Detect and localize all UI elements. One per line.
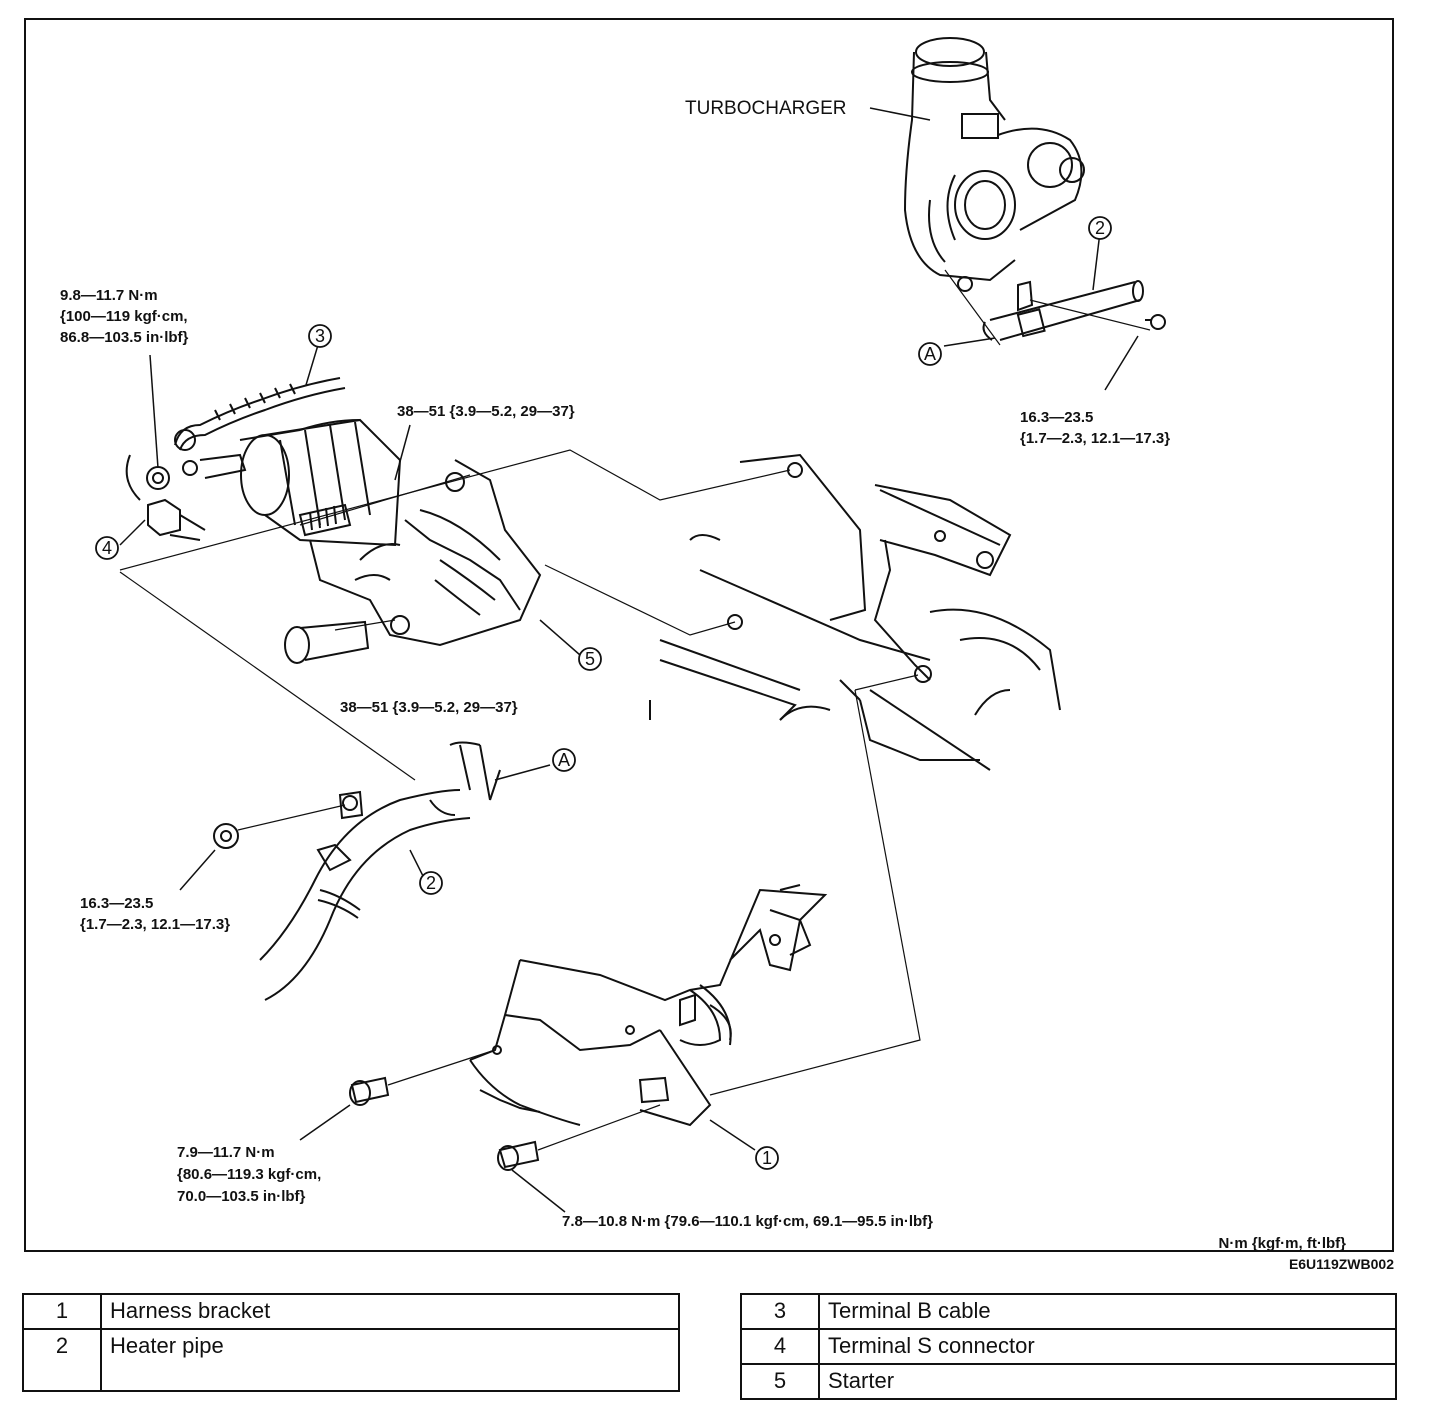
legend-row: 2 Heater pipe: [22, 1328, 680, 1392]
legend-part-name: Terminal S connector: [818, 1328, 1397, 1365]
torque-starter-lower: 38—51 {3.9—5.2, 29—37}: [340, 699, 518, 716]
torque-starter-upper: 38—51 {3.9—5.2, 29—37}: [397, 403, 575, 420]
legend-table-right: 3 Terminal B cable 4 Terminal S connecto…: [740, 1293, 1397, 1400]
callout-circle-a-top: [918, 342, 942, 366]
legend-number: 2: [22, 1328, 102, 1392]
callout-circle-3: [308, 324, 332, 348]
callout-3: 3: [315, 326, 325, 346]
legend-part-name: Terminal B cable: [818, 1293, 1397, 1330]
callout-circle-2-top: [1088, 216, 1112, 240]
torque-bracket-bolt-left-line2: {80.6—119.3 kgf·cm,: [177, 1166, 321, 1183]
legend-table-left: 1 Harness bracket 2 Heater pipe: [22, 1293, 680, 1392]
heater-pipe-nut-drawing: [213, 823, 239, 849]
torque-bracket-bolt-right: 7.8—10.8 N·m {79.6—110.1 kgf·cm, 69.1—95…: [562, 1213, 933, 1230]
callout-2-bottom: 2: [426, 873, 436, 893]
legend-part-name: Heater pipe: [100, 1328, 680, 1392]
callout-circle-1: [755, 1146, 779, 1170]
torque-turbo-bolt-line2: {1.7—2.3, 12.1—17.3}: [1020, 430, 1170, 447]
legend-number: 3: [740, 1293, 820, 1330]
callout-1: 1: [762, 1148, 772, 1168]
legend-number: 1: [22, 1293, 102, 1330]
torque-bracket-bolt-left-line3: 70.0—103.5 in·lbf}: [177, 1188, 306, 1205]
callout-a-bottom: A: [558, 750, 570, 770]
torque-harness-bracket-line1: 9.8—11.7 N·m: [60, 287, 158, 304]
diagram-frame: [24, 18, 1394, 1252]
callout-4: 4: [102, 538, 112, 558]
torque-harness-bracket-line2: {100—119 kgf·cm,: [60, 308, 188, 325]
torque-harness-bracket-line3: 86.8—103.5 in·lbf}: [60, 329, 189, 346]
callout-5: 5: [585, 649, 595, 669]
terminal-b-cable-drawing: [174, 377, 346, 479]
callout-circle-5: [578, 647, 602, 671]
torque-heater-pipe-line1: 16.3—23.5: [80, 895, 153, 912]
legend-number: 4: [740, 1328, 820, 1365]
harness-bracket-drawing: [469, 884, 828, 1127]
callout-2-top: 2: [1095, 218, 1105, 238]
harness-nut-drawing: [125, 454, 170, 501]
torque-bracket-bolt-left-line1: 7.9—11.7 N·m: [177, 1144, 275, 1161]
callout-circle-a-bottom: [552, 748, 576, 772]
legend-number: 5: [740, 1363, 820, 1400]
bracket-bolt-left: [349, 1076, 390, 1106]
torque-turbo-bolt-line1: 16.3—23.5: [1020, 409, 1093, 426]
turbocharger-label: TURBOCHARGER: [685, 98, 847, 119]
legend-part-name: Harness bracket: [100, 1293, 680, 1330]
starter-bolt-lower: [284, 620, 370, 664]
heater-pipe-lower-drawing: [259, 741, 501, 1001]
figure-code: E6U119ZWB002: [1288, 1256, 1394, 1272]
terminal-s-connector-drawing: [147, 498, 206, 541]
exploded-diagram: 2 A 3 4 5 A 2 1 TURBOCHARGER 9.8—11.7 N·…: [60, 37, 1347, 1252]
callout-circle-2-bottom: [419, 871, 443, 895]
legend-row: 3 Terminal B cable: [740, 1293, 1397, 1330]
legend-row: 4 Terminal S connector: [740, 1328, 1397, 1365]
callout-circle-4: [95, 536, 119, 560]
legend-row: 1 Harness bracket: [22, 1293, 680, 1330]
torque-heater-pipe-line2: {1.7—2.3, 12.1—17.3}: [80, 916, 230, 933]
turbocharger-drawing: [903, 37, 1085, 292]
starter-drawing: [239, 418, 542, 647]
bracket-bolt-right: [497, 1140, 540, 1171]
callout-a-top: A: [924, 344, 936, 364]
legend-part-name: Starter: [818, 1363, 1397, 1400]
engine-block-drawing: [649, 453, 1061, 771]
legend-row: 5 Starter: [740, 1363, 1397, 1400]
units-note: N·m {kgf·m, ft·lbf}: [1219, 1235, 1347, 1252]
